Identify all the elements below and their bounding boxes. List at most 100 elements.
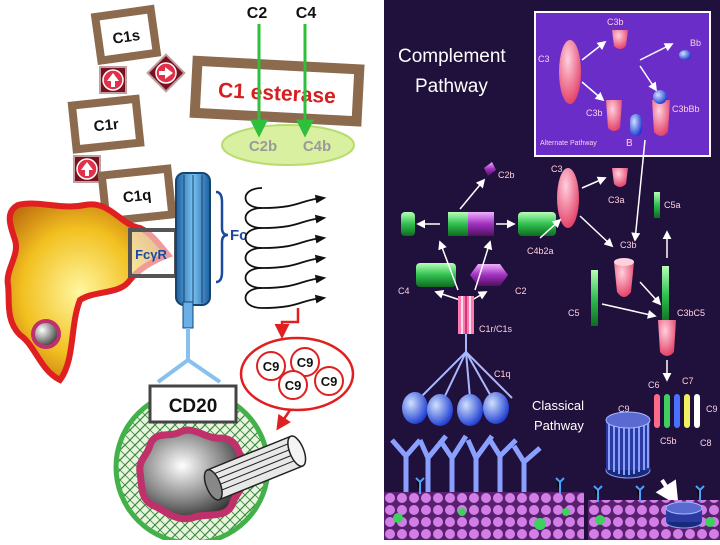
c2b-label: C2b	[249, 138, 277, 155]
c7-molecule	[674, 394, 680, 428]
fc-label: Fc	[230, 227, 248, 244]
c3bbb-b-subunit	[653, 90, 667, 104]
c1r-c1s-molecule	[458, 296, 474, 334]
classical-pathway-line2: Pathway	[534, 418, 584, 433]
c5a-label: C5a	[664, 200, 681, 210]
c9-poly-label: C9	[618, 404, 630, 414]
inset-c3b-molecule	[606, 100, 622, 131]
c4-cleave-arrow	[438, 240, 459, 291]
cell-membrane-left	[384, 492, 584, 540]
c2-cleave-arrow	[474, 240, 493, 291]
inset-c3b-label: C3b	[586, 108, 603, 118]
c3b-label: C3b	[620, 240, 637, 250]
c4b2a-to-c3-arrow	[539, 218, 562, 239]
c9-cluster: C9 C9 C9 C9	[239, 336, 355, 412]
alternate-pathway-inset: C3b C3 C3b Bb C3bBb B Alternate Pathway	[534, 11, 711, 157]
c1s-to-c2-arrow	[471, 291, 488, 301]
antibody-heads	[402, 392, 509, 426]
up-arrow-icon	[99, 66, 127, 94]
c6-label: C6	[648, 380, 660, 390]
inset-arrow	[581, 40, 607, 61]
fcgr-label: FcγR	[135, 247, 167, 262]
convertase-c5-part	[662, 266, 669, 324]
c5-to-convertase-arrow	[601, 303, 657, 319]
inset-caption: Alternate Pathway	[540, 140, 597, 147]
inset-c3b-top-label: C3b	[607, 17, 624, 27]
coil-to-c9-arrow	[274, 308, 300, 339]
c2-molecule	[470, 264, 508, 286]
c8-molecule	[684, 394, 690, 428]
c3bbb-molecule	[652, 100, 670, 136]
c1s-label: C1s	[112, 27, 142, 48]
c3a-molecule	[612, 168, 628, 187]
c4-label: C4	[398, 286, 410, 296]
complement-coil	[244, 187, 327, 309]
c4-label: C4	[296, 5, 317, 22]
c9-label: C9	[321, 374, 338, 389]
bb-molecule	[679, 50, 691, 60]
inset-to-c3b-arrow	[631, 139, 646, 242]
c5-label: C5	[568, 308, 580, 318]
inset-arrow	[639, 65, 657, 92]
c7-label: C7	[682, 376, 694, 386]
c4b-c2a-fragment	[518, 212, 556, 236]
antibody-fc	[156, 172, 222, 384]
c1s-box: C1s	[90, 4, 162, 66]
convertase-c3b-part	[658, 320, 676, 356]
panel-divider	[380, 0, 384, 540]
up-arrow-icon	[73, 155, 101, 183]
mac-pore	[203, 435, 307, 501]
c1r-box: C1r	[67, 94, 145, 154]
c5b-label: C5b	[660, 436, 677, 446]
c2b-fragment	[484, 162, 496, 176]
c1s-to-c4-arrow	[434, 290, 461, 301]
c9-to-pore-arrow	[276, 409, 292, 431]
c2b-label: C2b	[498, 170, 515, 180]
inset-bb-label: Bb	[690, 38, 701, 48]
c5a-molecule	[654, 192, 660, 218]
c3-to-c3a-arrow	[581, 176, 607, 189]
inset-b-label: B	[626, 138, 633, 149]
inset-c3-label: C3	[538, 54, 550, 64]
membrane-antigens	[393, 508, 715, 530]
diagonal-arrow-icon	[146, 53, 186, 93]
c1r-label: C1r	[93, 116, 120, 136]
cell-nucleus	[31, 319, 61, 349]
c3a-label: C3a	[608, 195, 625, 205]
c8-label: C8	[700, 438, 712, 448]
c1q-box: C1q	[97, 164, 177, 226]
c1r-c1s-label: C1r/C1s	[479, 324, 513, 334]
c2b-release-arrow	[459, 178, 486, 210]
c9-label: C9	[263, 359, 280, 374]
factor-b-molecule	[630, 114, 642, 136]
c1-esterase-box: C1 esterase	[189, 55, 365, 127]
c3b-fragment	[612, 30, 628, 49]
pathway-title-line2: Pathway	[415, 76, 488, 97]
classical-pathway-line1: Classical	[532, 398, 584, 413]
c5-molecule	[591, 270, 598, 326]
c3-to-c3b-arrow	[579, 215, 614, 248]
c4b-label: C4b	[303, 138, 331, 155]
c3b-molecule	[614, 262, 634, 297]
c1q-label: C1q	[122, 187, 152, 207]
c3-label: C3	[551, 164, 563, 174]
inset-arrow	[581, 81, 605, 102]
membrane-receptors	[415, 477, 705, 502]
left-panel: C1s C1r C1q C1 est	[4, 4, 365, 545]
c3-molecule	[557, 168, 579, 228]
c4b2a-label: C4b2a	[527, 246, 554, 256]
c1q-label: C1q	[494, 369, 511, 379]
cd20-box	[148, 384, 238, 424]
c9-label: C9	[706, 404, 718, 414]
c9-label: C9	[285, 378, 302, 393]
c9-molecule	[694, 394, 700, 428]
c4-molecule	[416, 263, 456, 287]
c3bc5-label: C3bC5	[677, 308, 705, 318]
c6-molecule	[654, 394, 660, 428]
right-panel: Complement Pathway C3b C3 C3b Bb C3bBb B…	[384, 0, 720, 540]
c1q-molecule	[419, 334, 513, 399]
c5b-molecule	[664, 394, 670, 428]
c4-fragment	[401, 212, 415, 236]
